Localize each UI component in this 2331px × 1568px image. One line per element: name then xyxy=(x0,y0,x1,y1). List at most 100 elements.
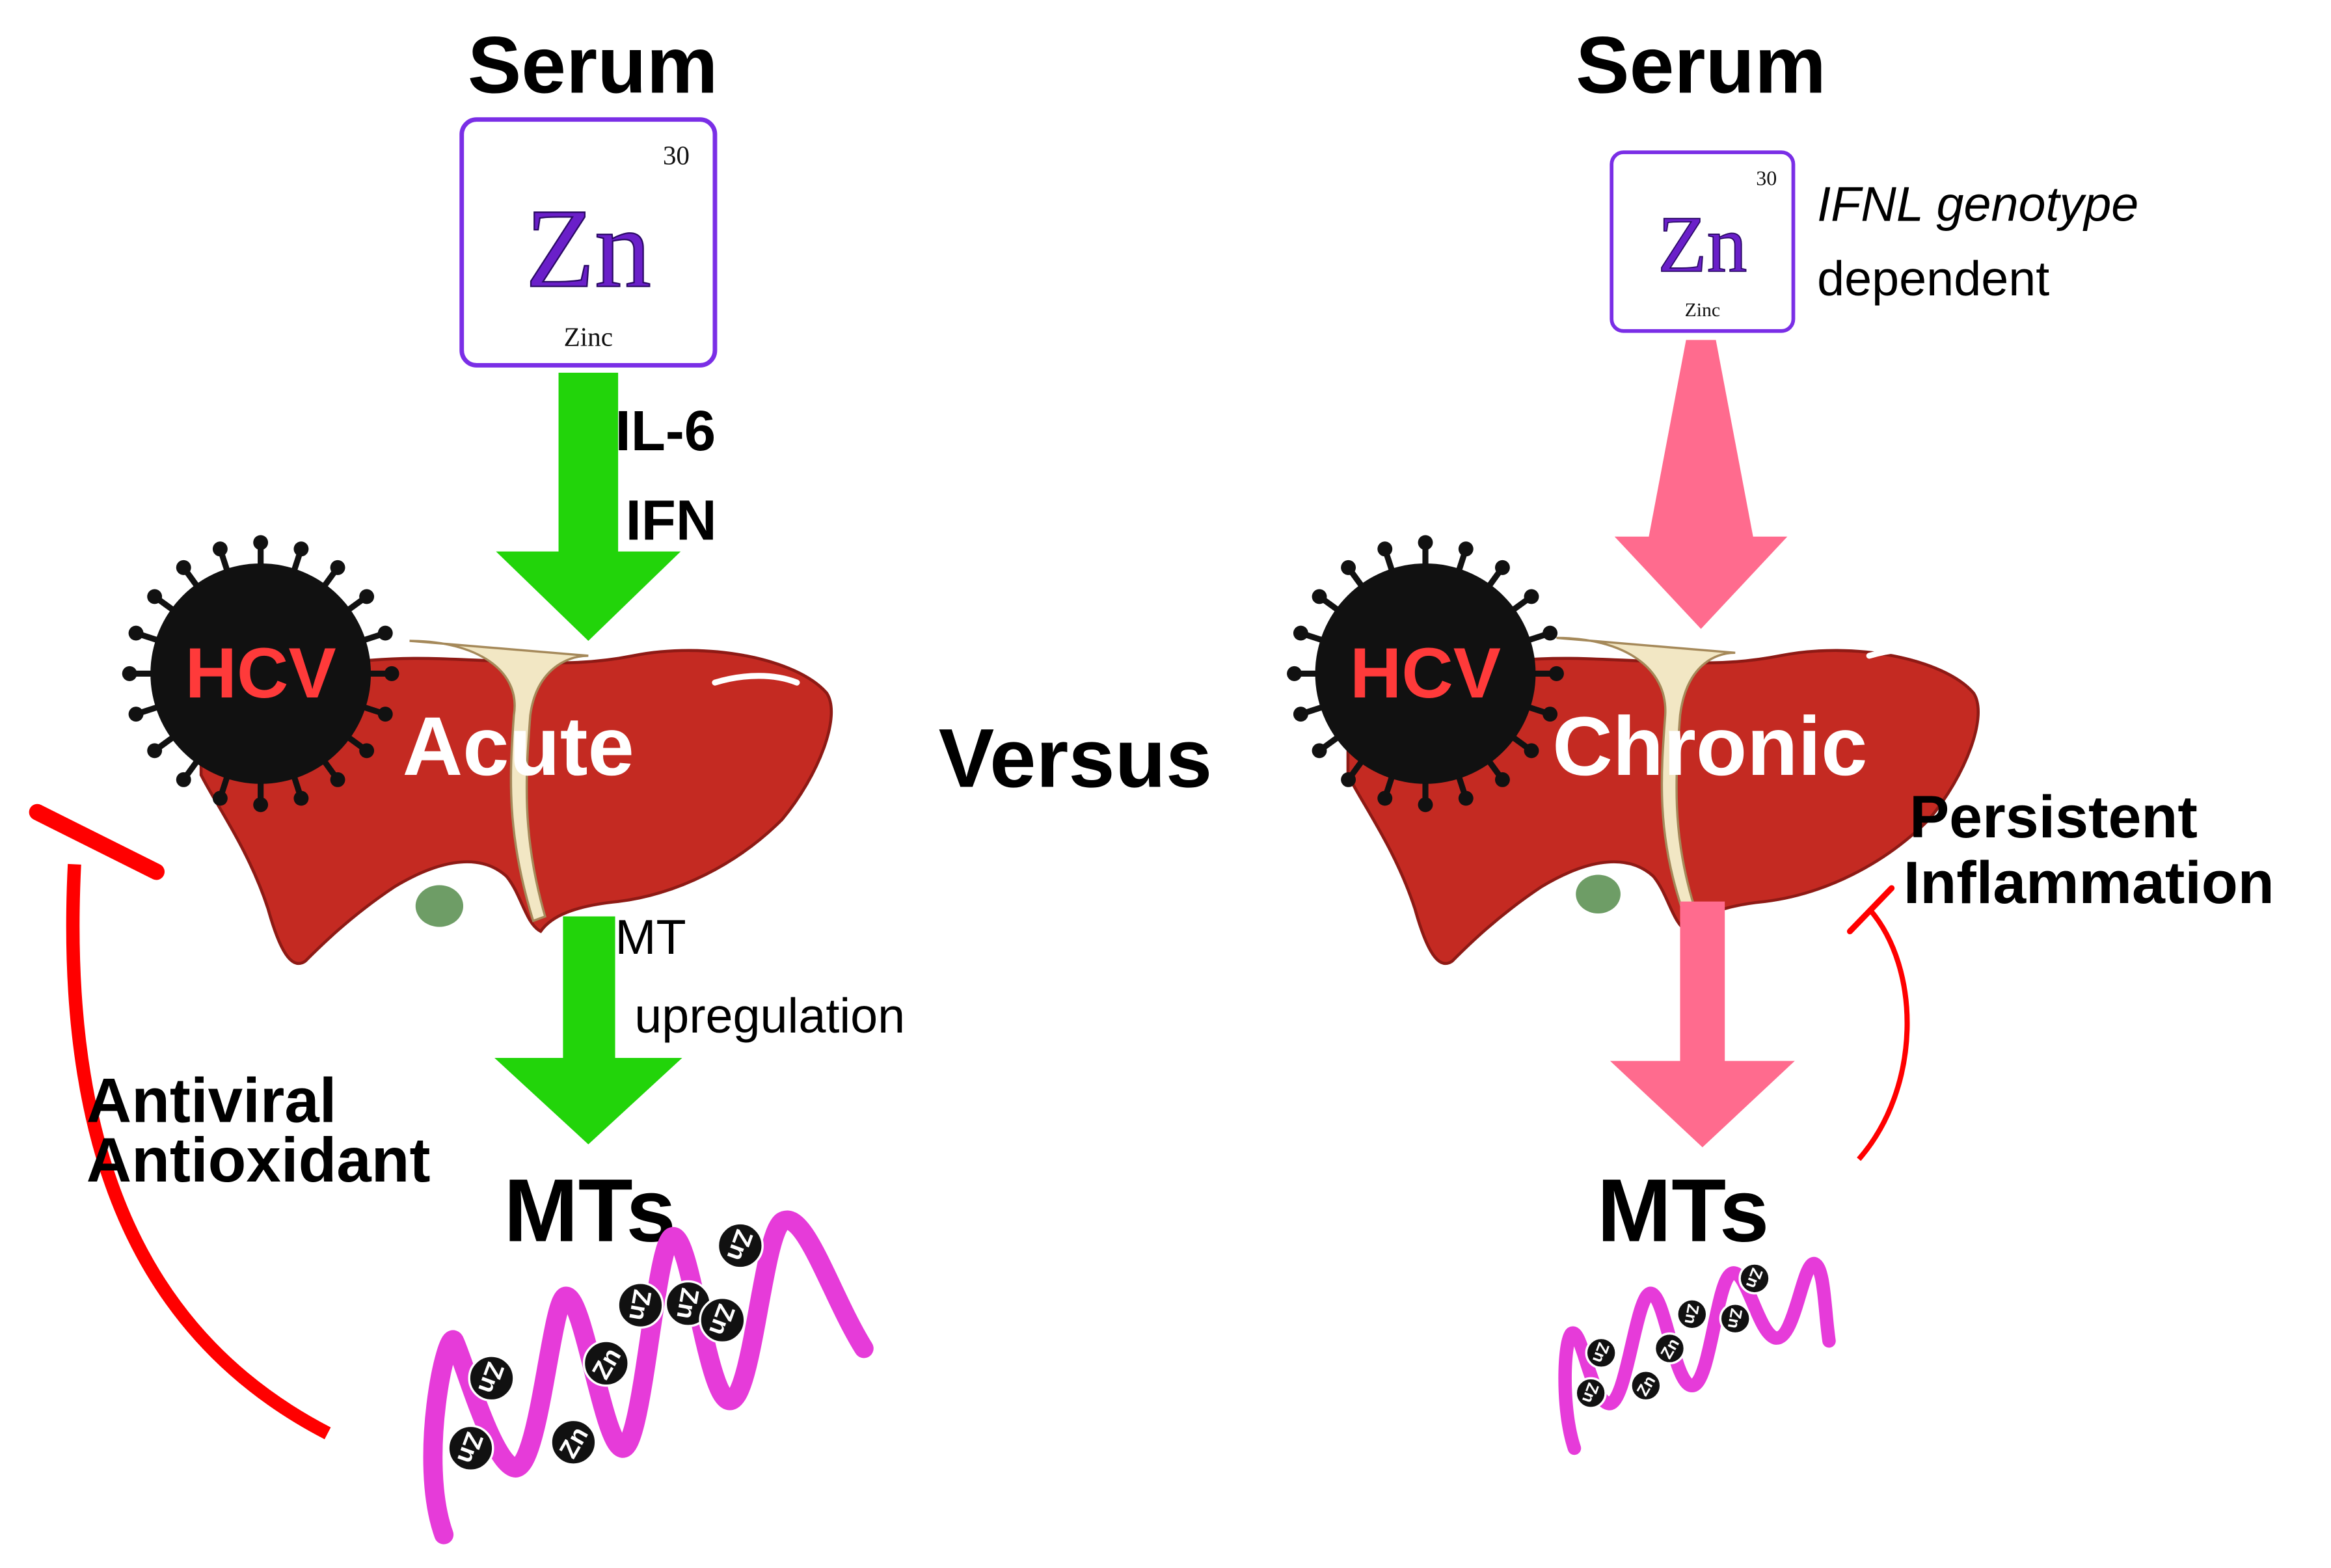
left-inducer-il6: IL-6 xyxy=(615,399,716,463)
right-hcv-virus-icon: HCV xyxy=(1287,535,1564,813)
left-hcv-virus-icon: HCV xyxy=(122,535,399,813)
left-liver-illustration: Acute xyxy=(201,640,831,964)
virus-spike-tip xyxy=(128,625,144,641)
left-inducer-ifn: IFN xyxy=(626,489,717,552)
left-zinc-element-tile: 30 Zn Zinc xyxy=(459,117,718,368)
virus-spike-tip xyxy=(1524,743,1539,759)
virus-spike-tip xyxy=(128,707,144,722)
virus-spike-tip xyxy=(1293,707,1308,722)
left-serum-label: Serum xyxy=(468,20,718,110)
virus-spike-tip xyxy=(377,707,393,722)
right-effect-persistent: Persistent xyxy=(1909,784,2198,850)
zinc-bound-bead: Zn xyxy=(582,1340,630,1387)
virus-spike-tip xyxy=(1287,666,1302,681)
zinc-bound-bead: Zn xyxy=(1630,1370,1662,1402)
zinc-bound-bead: Zn xyxy=(447,1424,494,1472)
right-effect-inflammation: Inflammation xyxy=(1904,850,2274,916)
right-zinc-tile-frame xyxy=(1610,150,1796,333)
virus-spike-tip xyxy=(330,560,345,575)
right-virus-body xyxy=(1315,563,1536,784)
zinc-bead-label: Zn xyxy=(671,1286,704,1321)
virus-spike-tip xyxy=(1494,560,1510,575)
left-liver-highlight xyxy=(712,673,800,686)
virus-spike-tip xyxy=(147,589,163,604)
left-inhibition-arc xyxy=(29,804,331,1440)
zinc-bound-bead: Zn xyxy=(1676,1298,1708,1331)
left-zinc-symbol: Zn xyxy=(526,185,651,311)
left-gallbladder xyxy=(415,885,464,927)
virus-spike-tip xyxy=(176,772,191,787)
right-panel: Serum 30 Zn Zinc IFNL genotype dependent… xyxy=(1287,20,2274,1455)
left-lower-green-arrow xyxy=(494,916,682,1144)
zinc-bound-bead: Zn xyxy=(699,1296,746,1344)
zinc-bound-bead: Zn xyxy=(664,1280,712,1327)
virus-spike-tip xyxy=(1377,541,1393,557)
right-serum-label: Serum xyxy=(1576,20,1826,110)
left-virus-label: HCV xyxy=(185,634,336,713)
right-upper-pink-arrow xyxy=(1614,340,1788,629)
right-zinc-symbol: Zn xyxy=(1658,200,1747,289)
right-zinc-atomic-number: 30 xyxy=(1756,166,1777,189)
left-zinc-tile-frame xyxy=(459,117,718,368)
virus-spike-tip xyxy=(122,666,137,681)
zinc-bound-bead: Zn xyxy=(617,1282,664,1329)
right-genotype-note-line2: dependent xyxy=(1817,252,2049,306)
left-liver-label: Acute xyxy=(403,700,634,793)
virus-spike-tip xyxy=(1377,791,1393,806)
zinc-bound-bead: Zn xyxy=(1574,1377,1607,1409)
left-virus-body xyxy=(150,563,371,784)
zinc-bound-bead: Zn xyxy=(716,1222,764,1269)
versus-label: Versus xyxy=(939,712,1213,805)
right-gallbladder xyxy=(1576,874,1621,913)
virus-spike-tip xyxy=(293,791,309,806)
right-lower-pink-arrow xyxy=(1610,901,1795,1148)
virus-spike-tip xyxy=(384,666,399,681)
zinc-bound-bead: Zn xyxy=(468,1355,515,1402)
virus-spike-tip xyxy=(1418,797,1433,813)
left-effect-antiviral: Antiviral xyxy=(87,1066,337,1135)
virus-spike-tip xyxy=(1524,589,1539,604)
zinc-bound-bead: Zn xyxy=(550,1418,597,1466)
virus-spike-tip xyxy=(1312,743,1327,759)
right-inhibition-arc xyxy=(1846,885,1910,1161)
virus-spike-tip xyxy=(1458,791,1474,806)
virus-spike-tip xyxy=(1341,560,1356,575)
virus-spike-tip xyxy=(212,541,228,557)
right-liver-highlight xyxy=(1866,646,1962,659)
right-genotype-note-line1: IFNL genotype xyxy=(1817,177,2138,232)
left-upregulation-label: upregulation xyxy=(634,989,905,1044)
virus-spike-tip xyxy=(1549,666,1564,681)
virus-spike-tip xyxy=(1543,707,1558,722)
left-upper-green-arrow xyxy=(496,372,681,642)
virus-spike-tip xyxy=(176,560,191,575)
zinc-bead-label: Zn xyxy=(623,1288,656,1323)
left-effect-antioxidant: Antioxidant xyxy=(87,1126,431,1195)
virus-spike-tip xyxy=(212,791,228,806)
zinc-bound-bead: Zn xyxy=(1719,1303,1751,1335)
left-liver-ligament xyxy=(409,640,589,923)
right-zinc-name: Zinc xyxy=(1685,299,1721,321)
left-mts-label: MTs xyxy=(504,1161,676,1261)
virus-spike-tip xyxy=(377,625,393,641)
right-mts-label: MTs xyxy=(1597,1161,1770,1261)
left-zinc-name: Zinc xyxy=(564,322,613,352)
left-panel: Serum 30 Zn Zinc IL-6 IFN Acute HCV MT u xyxy=(29,20,905,1545)
zinc-bound-bead: Zn xyxy=(1653,1332,1686,1365)
virus-spike-tip xyxy=(1543,625,1558,641)
virus-spike-tip xyxy=(359,589,375,604)
right-virus-label: HCV xyxy=(1350,634,1501,713)
right-liver-label: Chronic xyxy=(1552,700,1867,793)
zinc-bound-bead: Zn xyxy=(1738,1262,1771,1295)
virus-spike-tip xyxy=(359,743,375,759)
zinc-bead-label: Zn xyxy=(1681,1303,1703,1325)
virus-spike-tip xyxy=(1312,589,1327,604)
virus-spike-tip xyxy=(1418,535,1433,550)
virus-spike-tip xyxy=(330,772,345,787)
left-zinc-atomic-number: 30 xyxy=(663,140,690,170)
zinc-bead-label: Zn xyxy=(1724,1307,1745,1330)
virus-spike-tip xyxy=(253,797,269,813)
virus-spike-tip xyxy=(147,743,163,759)
